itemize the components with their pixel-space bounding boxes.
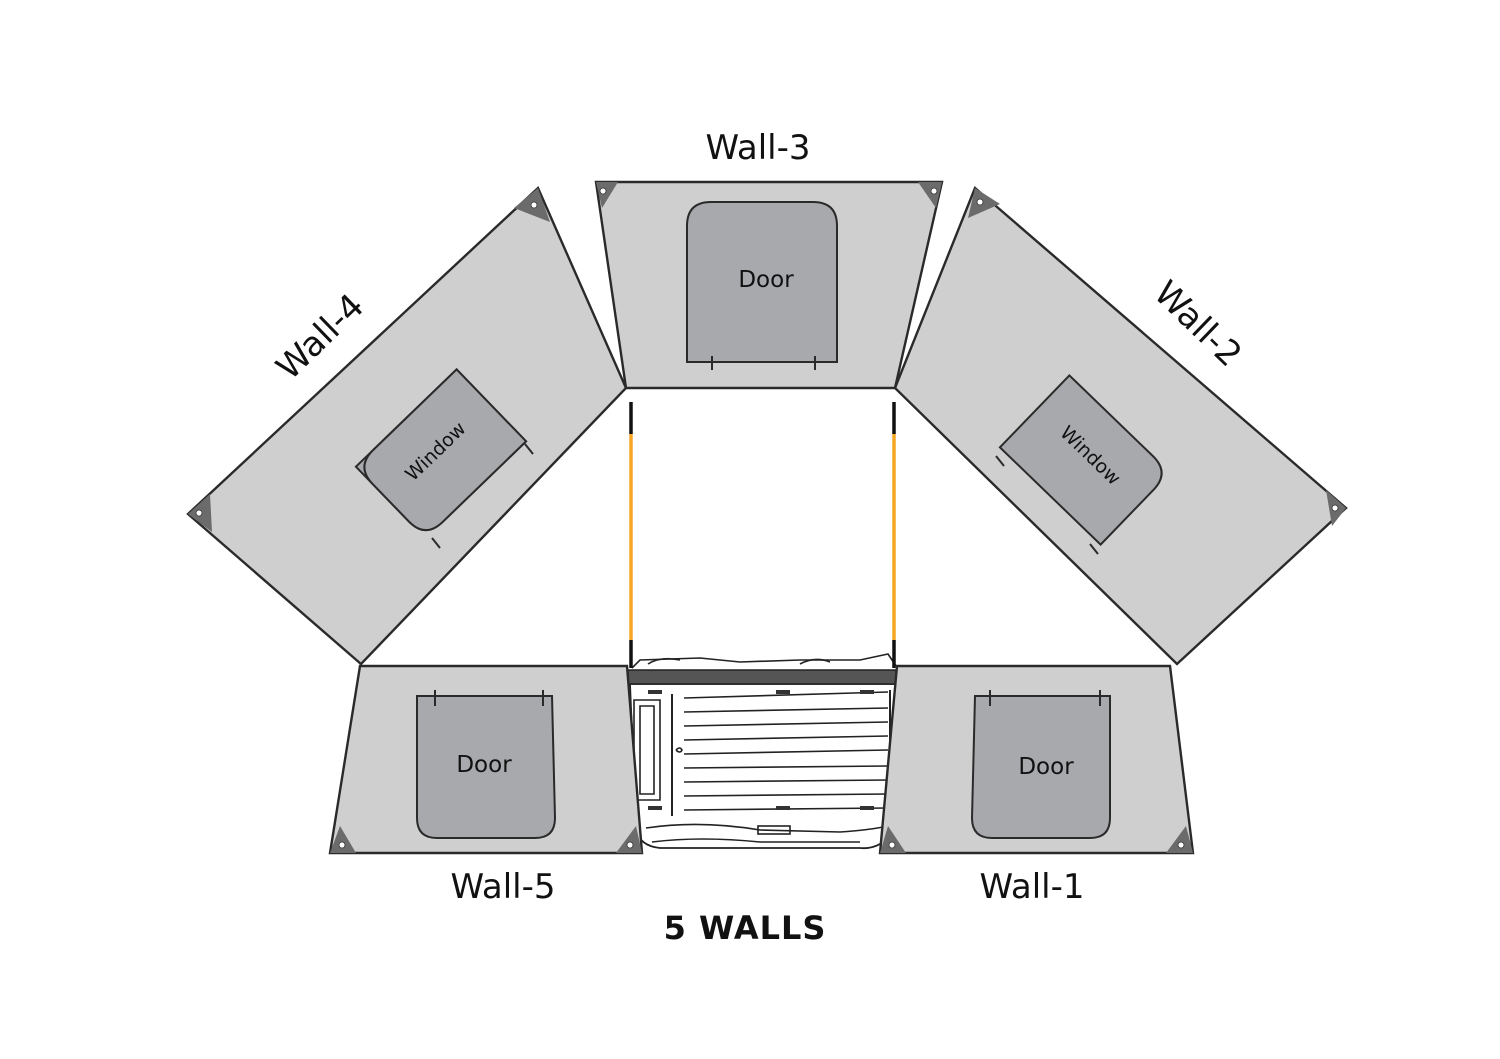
wall-5-panel [328, 664, 644, 855]
diagram-title: 5 WALLS [664, 909, 827, 947]
wall-1-panel [878, 664, 1195, 855]
wall-3-opening-label: Door [738, 267, 794, 293]
wall-3-label: Wall-3 [705, 128, 810, 168]
wall-5-label: Wall-5 [450, 867, 555, 907]
wall-1-label: Wall-1 [979, 867, 1084, 907]
wall-1-opening-label: Door [1018, 754, 1074, 780]
wall-2-panel [893, 185, 1348, 666]
wall-5-opening-label: Door [456, 752, 512, 778]
vehicle-top-view-icon [627, 653, 897, 850]
wall-4-panel [186, 185, 628, 666]
wall-3-panel [594, 180, 944, 390]
